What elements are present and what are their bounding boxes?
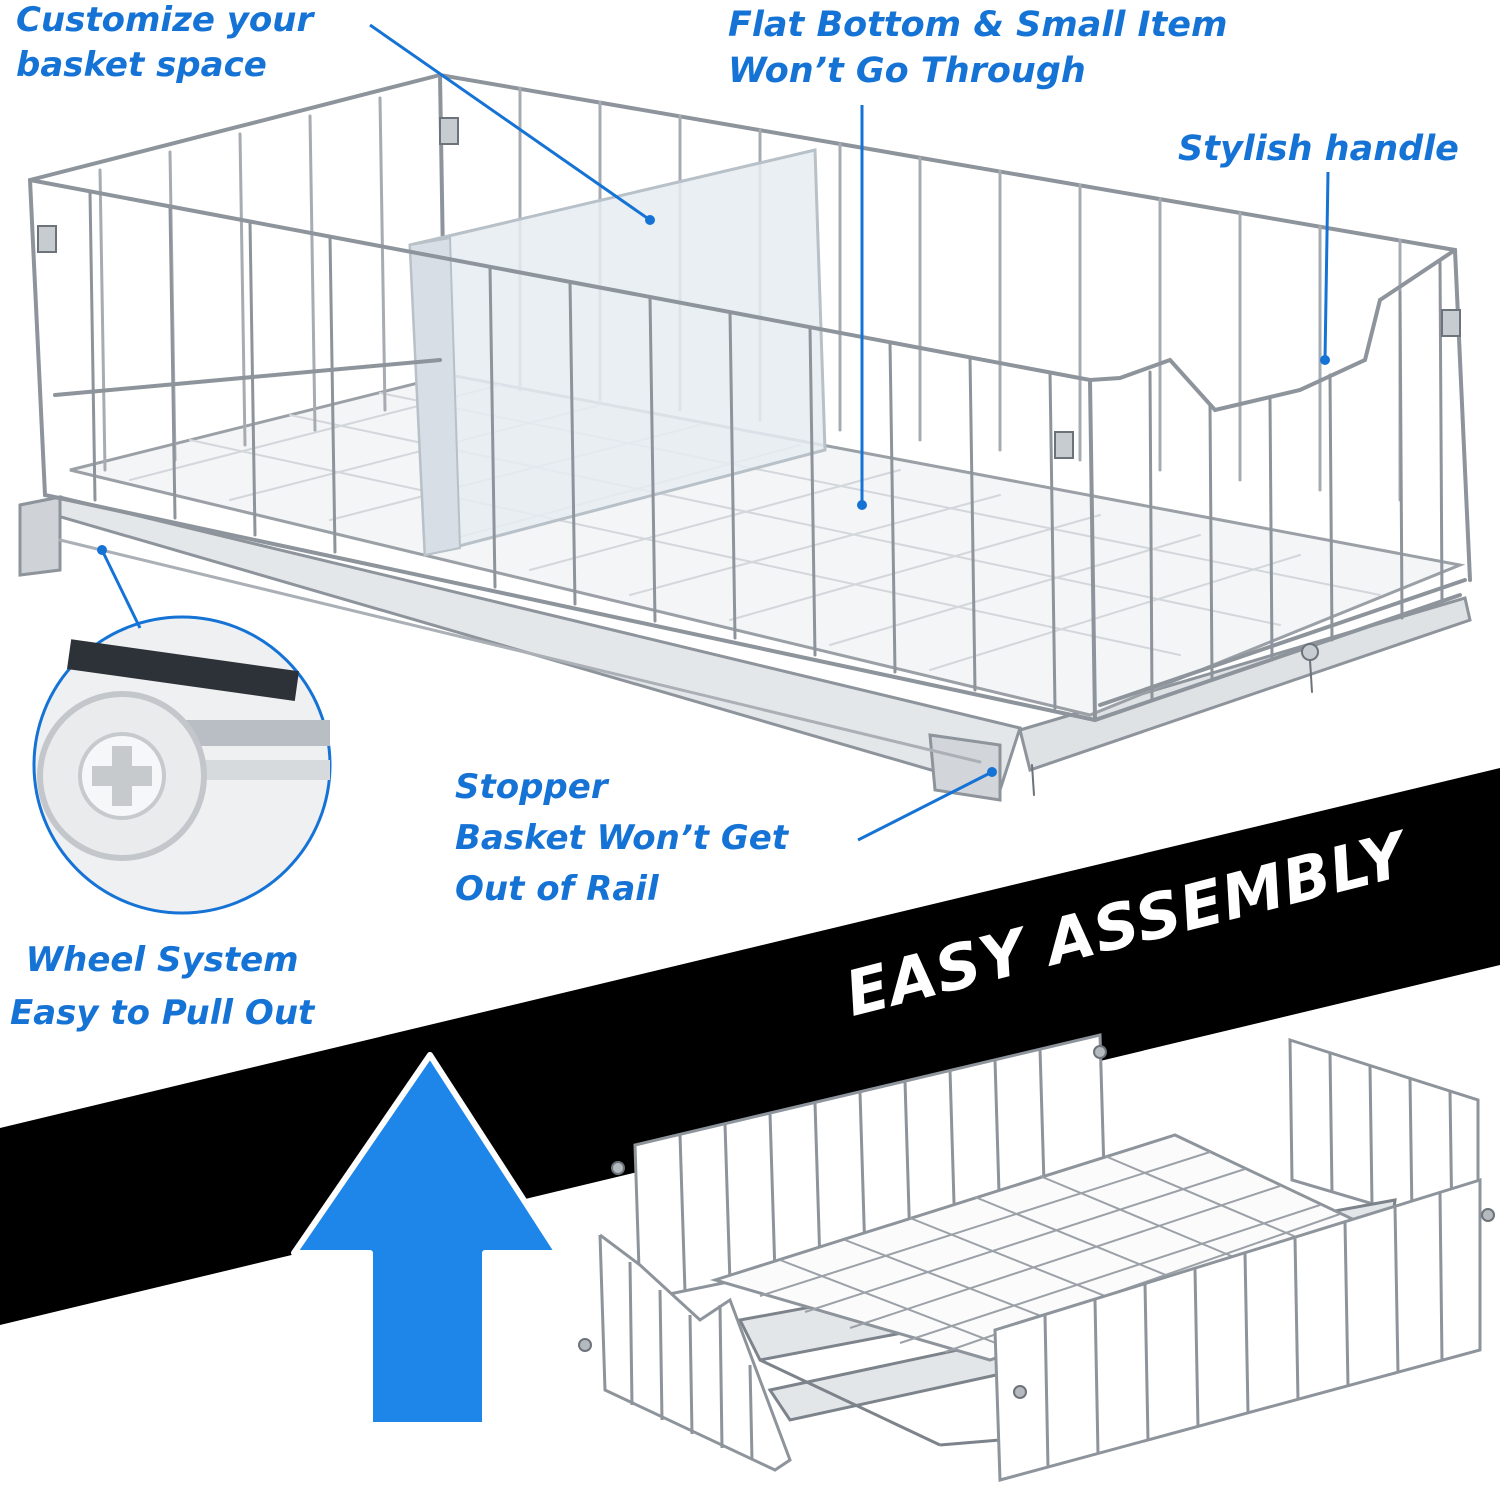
handle-connector	[1323, 171, 1330, 361]
callout-line: Stopper	[455, 767, 608, 807]
callout-wheel-system: Wheel System Easy to Pull Out	[10, 934, 314, 1039]
stopper-connector	[857, 770, 993, 842]
exploded-front-panel	[993, 1177, 1482, 1482]
callout-customize-divider: Customize your basket space	[16, 0, 313, 88]
callout-line: Easy to Pull Out	[10, 992, 315, 1033]
callout-line: Stylish handle	[1178, 129, 1459, 169]
callout-line: Wheel System	[25, 940, 299, 980]
callout-connectors	[100, 23, 1330, 842]
callout-line: Won’t Go Through	[728, 51, 1086, 92]
callout-flat-bottom: Flat Bottom & Small Item Won’t Go Throug…	[728, 2, 1227, 94]
basket-divider	[408, 148, 827, 557]
callout-stopper: Stopper Basket Won’t Get Out of Rail	[455, 762, 788, 915]
callout-line: basket space	[16, 44, 267, 85]
basket-screws	[37, 117, 1461, 796]
basket-front-wires	[88, 190, 1444, 710]
up-arrow-icon	[291, 1052, 561, 1428]
callout-dots	[97, 215, 1330, 777]
wheel-connector	[100, 549, 142, 629]
exploded-screws	[578, 1045, 1495, 1399]
customize-connector	[369, 23, 651, 222]
callout-line: Flat Bottom & Small Item	[728, 5, 1228, 45]
callout-line: Customize your	[16, 0, 314, 40]
exploded-basket	[578, 1033, 1495, 1482]
basket-front-wall	[28, 178, 1467, 723]
callout-line: Out of Rail	[455, 869, 659, 909]
exploded-left-panel	[598, 1233, 792, 1472]
callout-stylish-handle: Stylish handle	[1178, 126, 1459, 172]
assembled-basket	[18, 72, 1472, 802]
slide-rail	[18, 495, 1472, 802]
wheel-closeup-icon	[32, 615, 332, 915]
callout-line: Basket Won’t Get	[455, 818, 789, 858]
